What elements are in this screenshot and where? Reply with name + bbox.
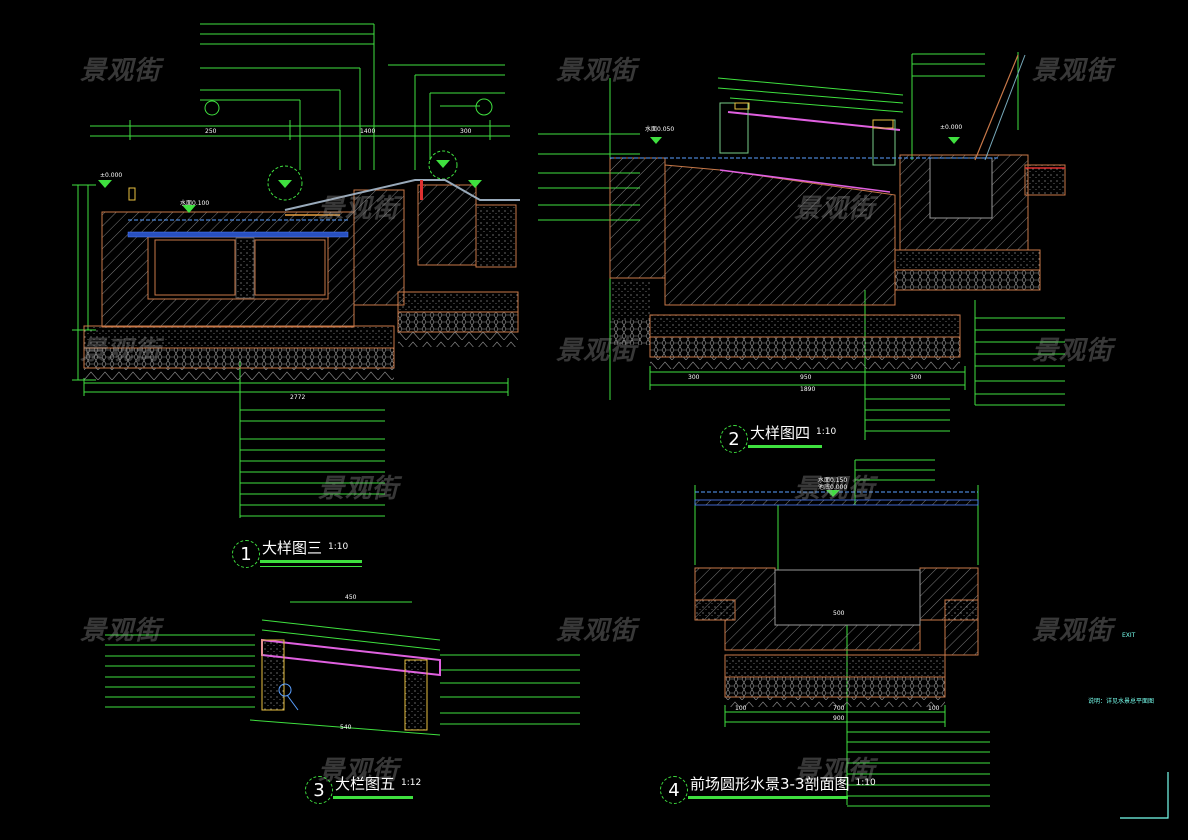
detail-1-section (72, 23, 520, 518)
detail-title-text: 大栏图五 (335, 774, 396, 793)
detail-title-3: 3 大栏图五 1:12 (305, 774, 422, 804)
elevation-label: ±0.000 (100, 172, 123, 179)
detail-number-badge: 1 (232, 540, 260, 568)
dimension-total: 2772 (290, 394, 306, 401)
title-underline (260, 566, 362, 567)
watermark: 景观街 (80, 616, 162, 646)
detail-scale: 1:10 (328, 542, 349, 552)
watermark: 景观街 (80, 56, 162, 86)
detail-scale: 1:10 (816, 427, 837, 437)
detail-number-badge: 3 (305, 776, 333, 804)
dimension: 300 (460, 128, 472, 135)
frame-corner (1120, 772, 1169, 819)
title-underline (688, 796, 848, 799)
watermark: 景观街 (556, 56, 638, 86)
watermark: 景观街 (1032, 336, 1114, 366)
detail-title-text: 大样图四 (750, 423, 811, 442)
dimension: 100 (928, 705, 940, 712)
detail-title-4: 4 前场圆形水景3-3剖面图 1:10 (660, 774, 876, 804)
dimension: 300 (910, 374, 922, 381)
side-note: EXIT (1122, 632, 1136, 639)
side-label: 说明：详见水景总平面图 (1088, 698, 1155, 705)
watermark: 景观街 (556, 616, 638, 646)
dimension: 540 (340, 724, 352, 731)
dimension: 100 (735, 705, 747, 712)
dimension: 700 (833, 705, 845, 712)
detail-title-1: 1 大样图三 1:10 (232, 538, 362, 568)
detail-4-section (694, 459, 990, 807)
dimension: 950 (800, 374, 812, 381)
watermark: 景观街 (318, 194, 400, 224)
detail-number-badge: 4 (660, 776, 688, 804)
detail-3-section (105, 601, 580, 736)
elevation-label: 池底0.000 (818, 484, 848, 491)
watermark: 景观街 (794, 194, 876, 224)
title-underline (260, 560, 362, 563)
watermark: 景观街 (556, 336, 638, 366)
detail-title-text: 大样图三 (262, 538, 323, 557)
elevation-label: ±0.000 (940, 124, 963, 131)
elevation-label: 水面0.150 (818, 477, 848, 484)
dimension-total: 900 (833, 715, 845, 722)
title-underline (333, 796, 413, 799)
detail-scale: 1:10 (855, 778, 876, 788)
detail-title-text: 前场圆形水景3-3剖面图 (690, 774, 850, 793)
detail-2-section (538, 52, 1066, 440)
watermark: 景观街 (318, 474, 400, 504)
watermark: 景观街 (1032, 616, 1114, 646)
elevation-label: 水面0.100 (180, 200, 210, 207)
title-underline (748, 445, 822, 448)
detail-scale: 1:12 (401, 778, 422, 788)
dimension: 500 (833, 610, 845, 617)
watermark: 景观街 (318, 756, 400, 786)
dimension: 250 (205, 128, 217, 135)
watermark: 景观街 (794, 756, 876, 786)
watermark: 景观街 (80, 336, 162, 366)
detail-number-badge: 2 (720, 425, 748, 453)
dimension: 1400 (360, 128, 376, 135)
watermark: 景观街 (794, 474, 876, 504)
detail-title-2: 2 大样图四 1:10 (720, 423, 837, 453)
dimension: 450 (345, 594, 357, 601)
dimension: 300 (688, 374, 700, 381)
elevation-label: 水面0.050 (645, 126, 675, 133)
watermark: 景观街 (1032, 56, 1114, 86)
dimension-total: 1890 (800, 386, 816, 393)
